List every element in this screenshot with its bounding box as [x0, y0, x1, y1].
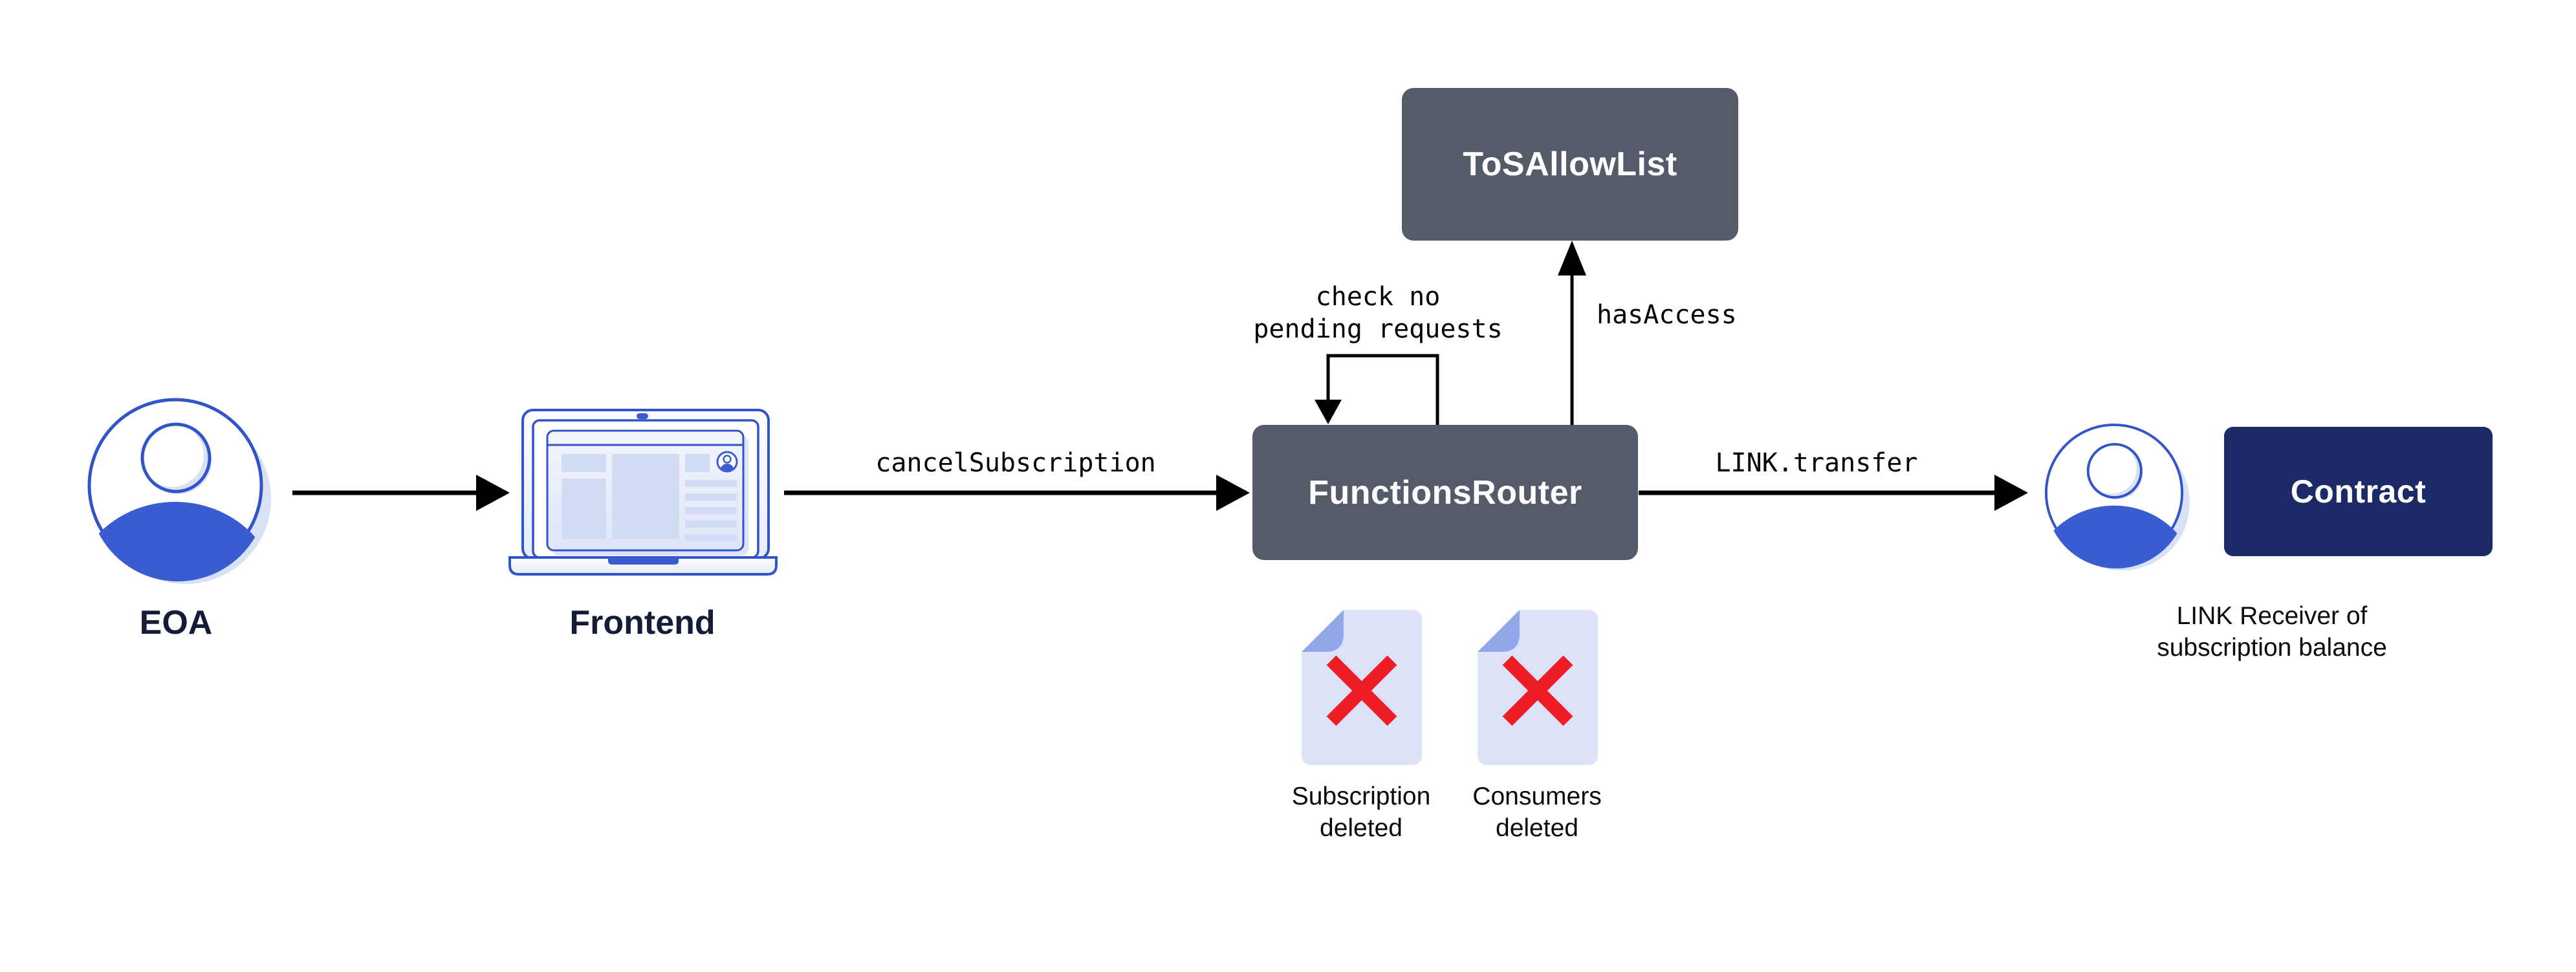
cancel-subscription-edge-label: cancelSubscription: [875, 448, 1156, 478]
laptop-camera-icon: [637, 413, 648, 419]
arrow-router-to-tosallowlist: [1558, 241, 1586, 425]
check-pending-requests-edge-label: check no pending requests: [1253, 282, 1503, 344]
arrowhead-icon: [1216, 475, 1250, 511]
contract-box: Contract: [2224, 427, 2493, 556]
arrow-router-to-receiver: [1639, 475, 2028, 511]
has-access-edge-label: hasAccess: [1597, 300, 1737, 330]
laptop-icon: [508, 409, 778, 576]
frontend-label: Frontend: [569, 604, 715, 642]
arrowhead-icon: [1994, 475, 2028, 511]
eoa-label: EOA: [139, 604, 213, 642]
arrowhead-icon: [1558, 241, 1586, 275]
arrowhead-icon: [1315, 400, 1342, 424]
user-avatar-icon: [716, 451, 738, 473]
arrowhead-icon: [476, 475, 510, 511]
consumers-deleted-caption: Consumers deleted: [1472, 783, 1602, 842]
person-avatar-icon: [72, 400, 279, 696]
browser-content-blocks: [562, 454, 737, 541]
deleted-document-icon: [1302, 610, 1422, 765]
subscription-deleted-caption: Subscription deleted: [1291, 783, 1431, 842]
functions-router-box: FunctionsRouter: [1252, 425, 1638, 560]
laptop-notch: [608, 557, 679, 565]
arrow-frontend-to-router: [784, 475, 1250, 511]
deleted-document-icon: [1478, 610, 1598, 765]
arrow-eoa-to-frontend: [292, 475, 510, 511]
router-self-loop-arrow: [1315, 354, 1439, 425]
link-transfer-edge-label: LINK.transfer: [1715, 448, 1918, 478]
tos-allow-list-box: ToSAllowList: [1402, 88, 1738, 241]
link-receiver-caption: LINK Receiver of subscription balance: [2157, 602, 2387, 662]
